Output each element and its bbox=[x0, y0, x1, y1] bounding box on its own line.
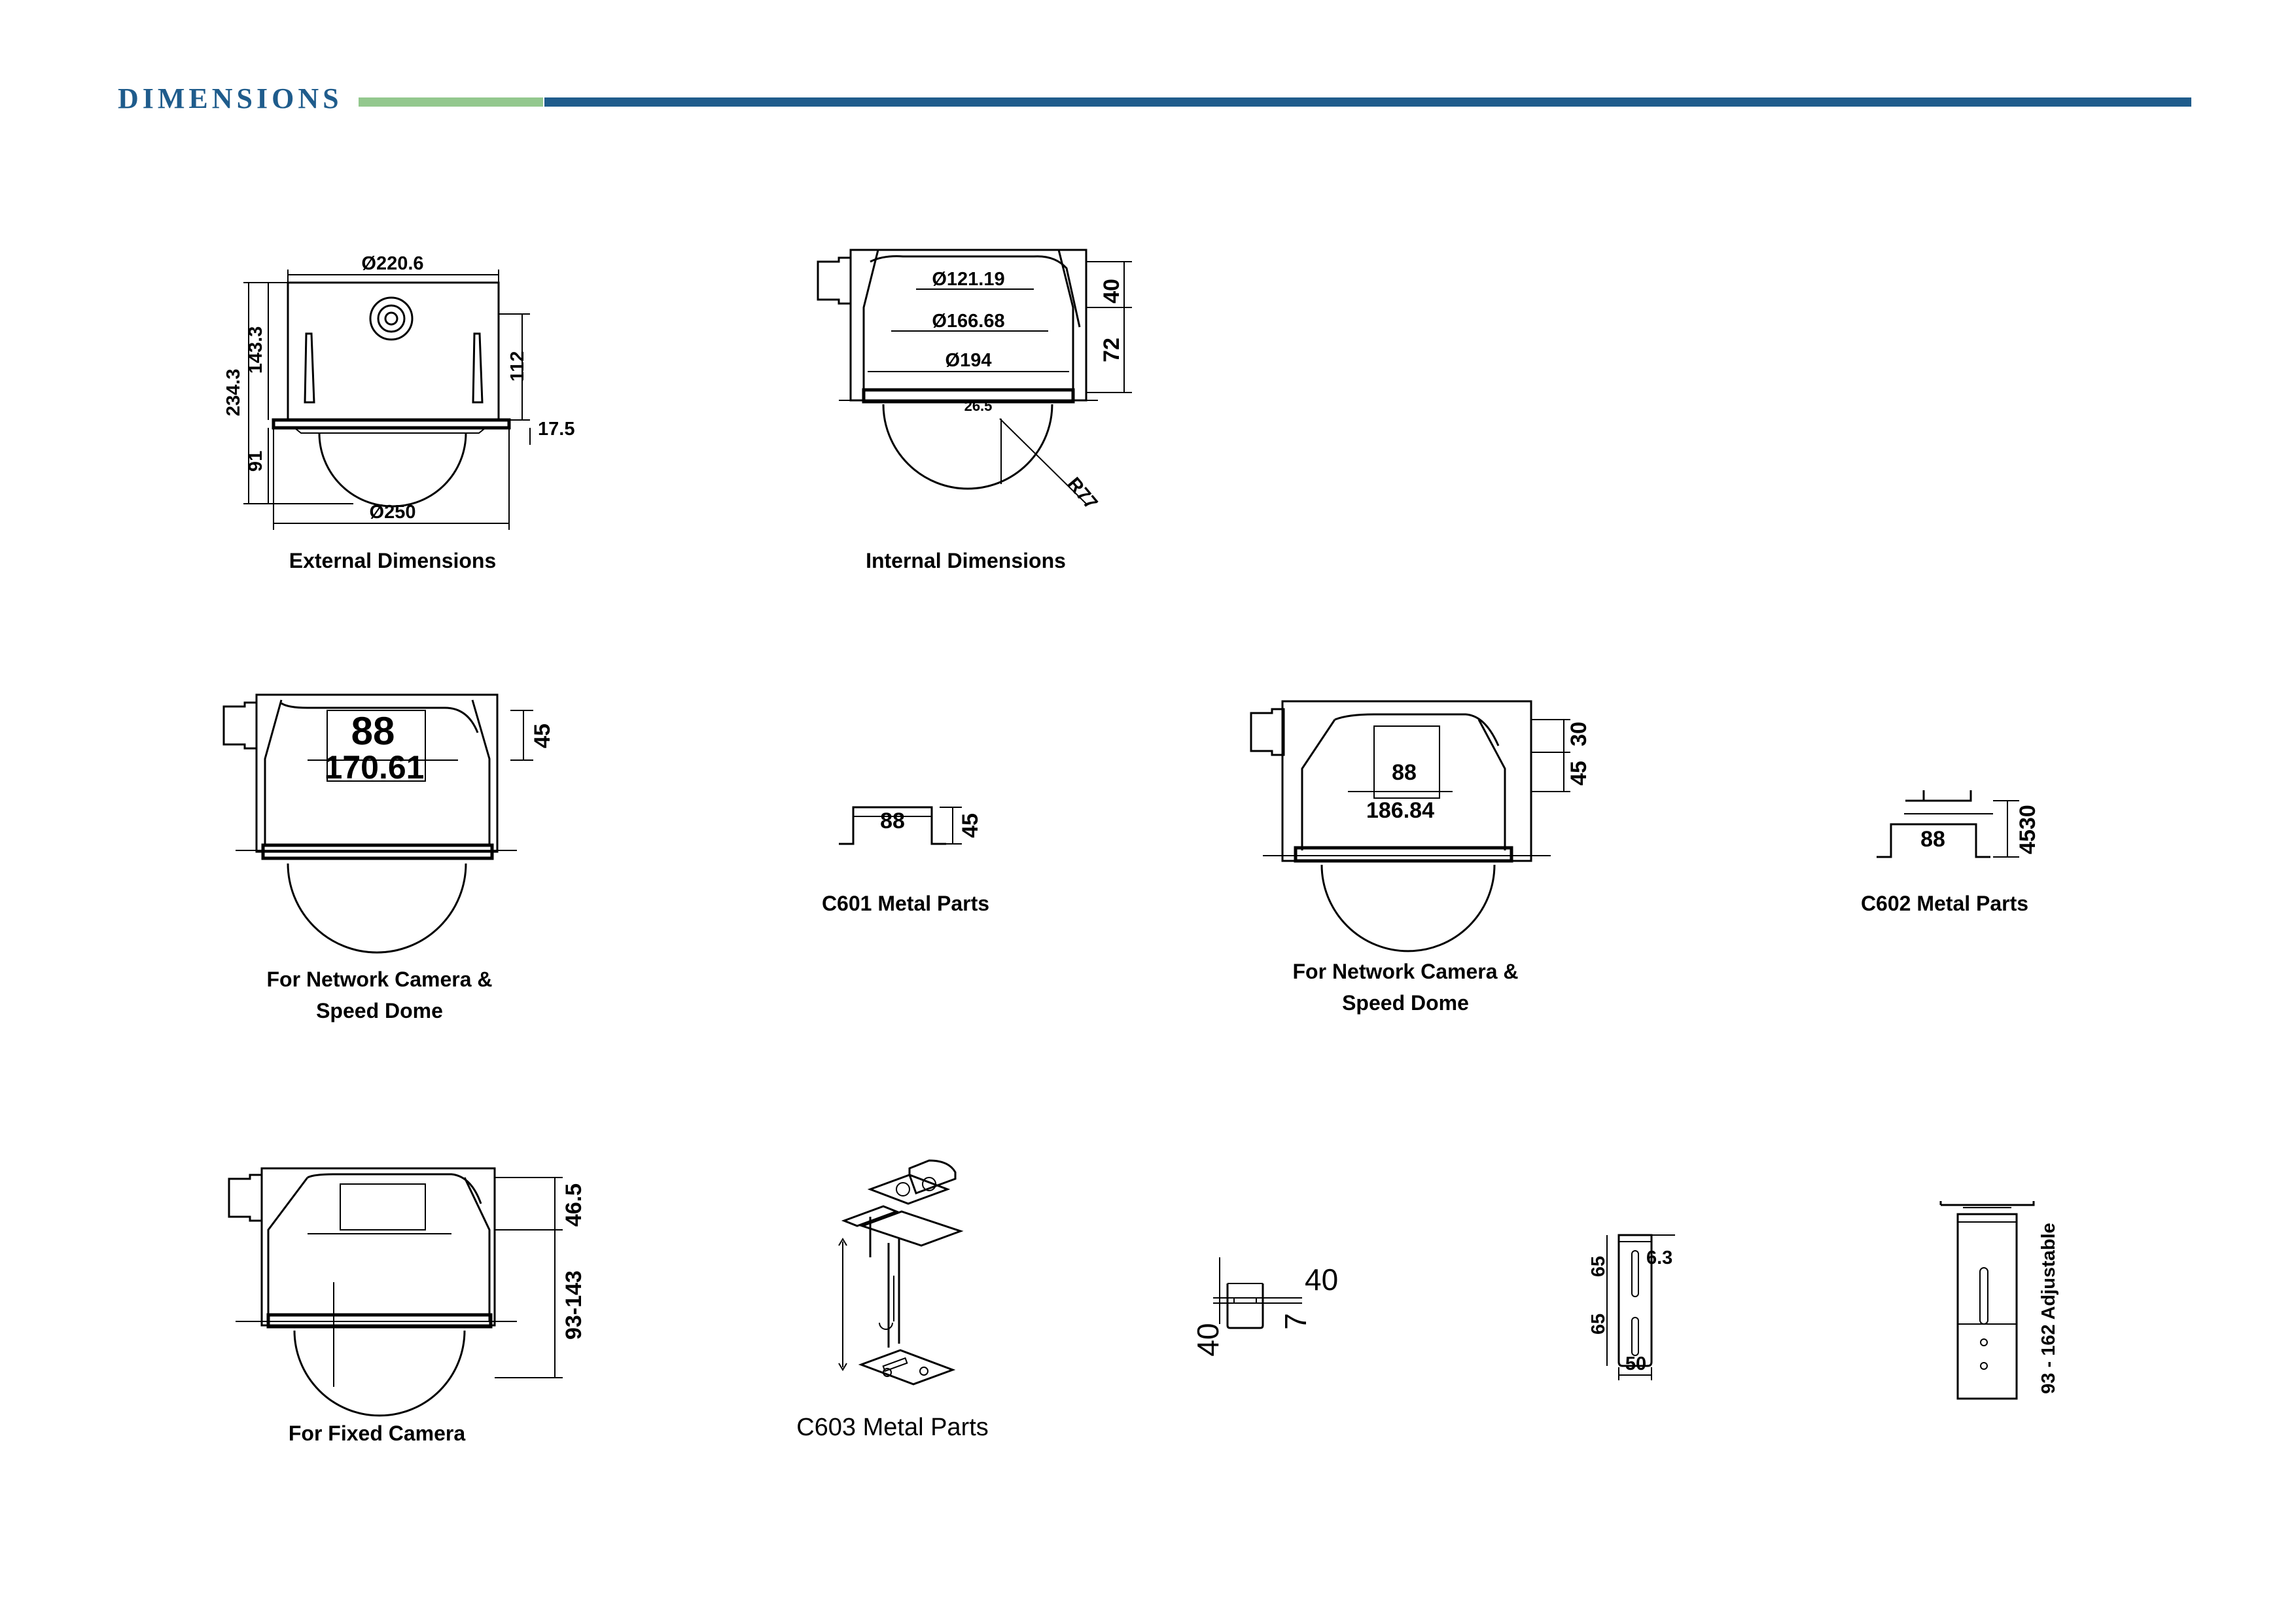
dim-width-small: 88 bbox=[351, 709, 395, 753]
c603-small-bracket-drawing bbox=[1213, 1257, 1302, 1329]
c603-dim-6-3: 6.3 bbox=[1646, 1248, 1672, 1268]
c601-dim-width: 88 bbox=[880, 809, 905, 833]
c603-dim-adjustable: 93 - 162 Adjustable bbox=[2038, 1223, 2059, 1394]
caption-network2-line1: For Network Camera & bbox=[1293, 960, 1519, 983]
n2-dim-height2: 30 bbox=[1566, 722, 1591, 746]
caption-network1-line2: Speed Dome bbox=[316, 999, 443, 1022]
header-rule bbox=[544, 97, 2191, 107]
c601-bracket-drawing bbox=[839, 806, 962, 845]
dim-top-width: Ø220.6 bbox=[361, 253, 423, 274]
c603-isometric-drawing bbox=[838, 1159, 964, 1386]
network-camera-1-drawing bbox=[222, 693, 533, 954]
c603-dim-7: 7 bbox=[1279, 1313, 1313, 1330]
dim-d3: Ø194 bbox=[945, 350, 992, 371]
dim-h1: 40 bbox=[1099, 279, 1124, 304]
c603-dim-65a: 65 bbox=[1588, 1256, 1609, 1277]
dim-offset: 26.5 bbox=[964, 398, 993, 414]
c602-bracket-drawing bbox=[1877, 790, 2019, 858]
dim-bottom-width: Ø250 bbox=[370, 502, 416, 523]
caption-c601: C601 Metal Parts bbox=[822, 892, 989, 915]
caption-c603: C603 Metal Parts bbox=[796, 1414, 989, 1441]
dim-d1: Ø121.19 bbox=[932, 269, 1004, 290]
caption-fixed: For Fixed Camera bbox=[289, 1422, 466, 1445]
c603-dim-65b: 65 bbox=[1588, 1314, 1609, 1335]
c603-pole-drawing bbox=[1939, 1201, 2035, 1400]
dim-lower-height: 91 bbox=[245, 451, 266, 472]
caption-network1-line1: For Network Camera & bbox=[267, 968, 493, 991]
dim-radius: R77 bbox=[1063, 474, 1102, 514]
dim-total-height: 234.3 bbox=[223, 369, 244, 417]
c601-dim-height: 45 bbox=[958, 813, 983, 838]
caption-external: External Dimensions bbox=[289, 549, 497, 572]
n2-dim-width-small: 88 bbox=[1392, 760, 1417, 785]
external-dimensions-drawing bbox=[243, 270, 531, 530]
dim-width-large: 170.61 bbox=[325, 749, 425, 786]
caption-internal: Internal Dimensions bbox=[866, 549, 1066, 572]
fixed-dim-top: 46.5 bbox=[561, 1183, 586, 1227]
c603-dim-50: 50 bbox=[1625, 1353, 1646, 1374]
caption-network2-line2: Speed Dome bbox=[1342, 991, 1469, 1015]
c603-dim-40a: 40 bbox=[1305, 1263, 1338, 1297]
c602-dim-height: 4530 bbox=[2015, 805, 2040, 854]
dim-box-height: 112 bbox=[507, 351, 528, 382]
dim-d2: Ø166.68 bbox=[932, 311, 1004, 332]
dim-flange: 17.5 bbox=[538, 419, 574, 440]
c602-dim-width: 88 bbox=[1920, 827, 1945, 852]
dim-height: 45 bbox=[530, 724, 555, 748]
fixed-camera-drawing bbox=[228, 1167, 563, 1417]
dim-h2: 72 bbox=[1099, 338, 1124, 362]
internal-dimensions-drawing bbox=[817, 249, 1132, 504]
c603-plate-drawing bbox=[1606, 1234, 1675, 1380]
n2-dim-height1: 45 bbox=[1566, 761, 1591, 786]
page-title: DIMENSIONS bbox=[118, 82, 343, 114]
caption-c602: C602 Metal Parts bbox=[1861, 892, 2028, 915]
page-header: DIMENSIONS bbox=[0, 0, 2296, 157]
fixed-dim-range: 93-143 bbox=[561, 1270, 586, 1340]
n2-dim-width-large: 186.84 bbox=[1366, 798, 1434, 823]
c603-dim-40b: 40 bbox=[1191, 1323, 1225, 1356]
dim-upper-height: 143.3 bbox=[245, 326, 266, 374]
network-camera-2-drawing bbox=[1250, 700, 1570, 952]
header-accent-rule bbox=[359, 97, 543, 107]
